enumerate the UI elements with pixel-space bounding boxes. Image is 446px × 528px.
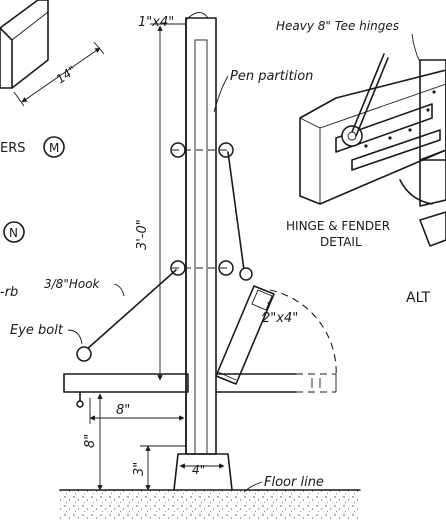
label-pen-partition: Pen partition bbox=[230, 69, 313, 84]
marker-m: M bbox=[43, 136, 65, 158]
marker-n: N bbox=[3, 221, 25, 243]
label-1x4: 1"x4" bbox=[138, 15, 174, 30]
swing-arc bbox=[269, 289, 337, 379]
label-hinges: Heavy 8" Tee hinges bbox=[276, 19, 399, 33]
label-4-inch: 4" bbox=[192, 463, 205, 477]
label-14-inch: 14" bbox=[54, 63, 79, 86]
label-alt: ALT bbox=[406, 290, 430, 306]
dimension-14-inch: 14" bbox=[13, 41, 105, 107]
pen-partition-post bbox=[185, 17, 217, 455]
label-3-0: 3'-0" bbox=[135, 219, 150, 250]
floor-slab bbox=[59, 489, 361, 520]
marker-n-letter: N bbox=[9, 226, 18, 240]
label-3-inch: 3" bbox=[132, 462, 147, 476]
label-hinge-detail-1: HINGE & FENDER bbox=[286, 219, 390, 233]
label-floor-line: Floor line bbox=[264, 475, 324, 490]
dimension-3-inch: 3" bbox=[132, 445, 186, 491]
dimension-8-vertical: 8" bbox=[83, 393, 103, 491]
hook-rod-upper bbox=[227, 151, 253, 281]
label-hook: 3/8"Hook bbox=[44, 277, 101, 291]
eye-bolts-lower bbox=[170, 260, 234, 276]
label-rb: -rb bbox=[0, 285, 18, 300]
label-eye-bolt: Eye bolt bbox=[10, 323, 64, 338]
label-8-horizontal: 8" bbox=[116, 403, 130, 418]
label-hinge-detail-2: DETAIL bbox=[320, 235, 362, 249]
dimension-8-horizontal: 8" bbox=[89, 398, 185, 424]
dimension-3-0: 3'-0" bbox=[135, 23, 186, 381]
pier-block bbox=[0, 0, 49, 89]
concrete-footing: 4" bbox=[173, 453, 233, 491]
fender-board bbox=[215, 285, 275, 385]
label-2x4: 2"x4" bbox=[262, 311, 298, 326]
eye-bolts-upper bbox=[170, 142, 234, 158]
label-ers: ERS bbox=[0, 141, 26, 156]
marker-m-letter: M bbox=[49, 141, 59, 155]
hinge-detail: Heavy 8" Tee hinges bbox=[276, 19, 446, 247]
bottom-fender bbox=[63, 373, 337, 408]
label-8-vertical: 8" bbox=[83, 434, 98, 448]
hook-rod-lower bbox=[76, 269, 177, 362]
